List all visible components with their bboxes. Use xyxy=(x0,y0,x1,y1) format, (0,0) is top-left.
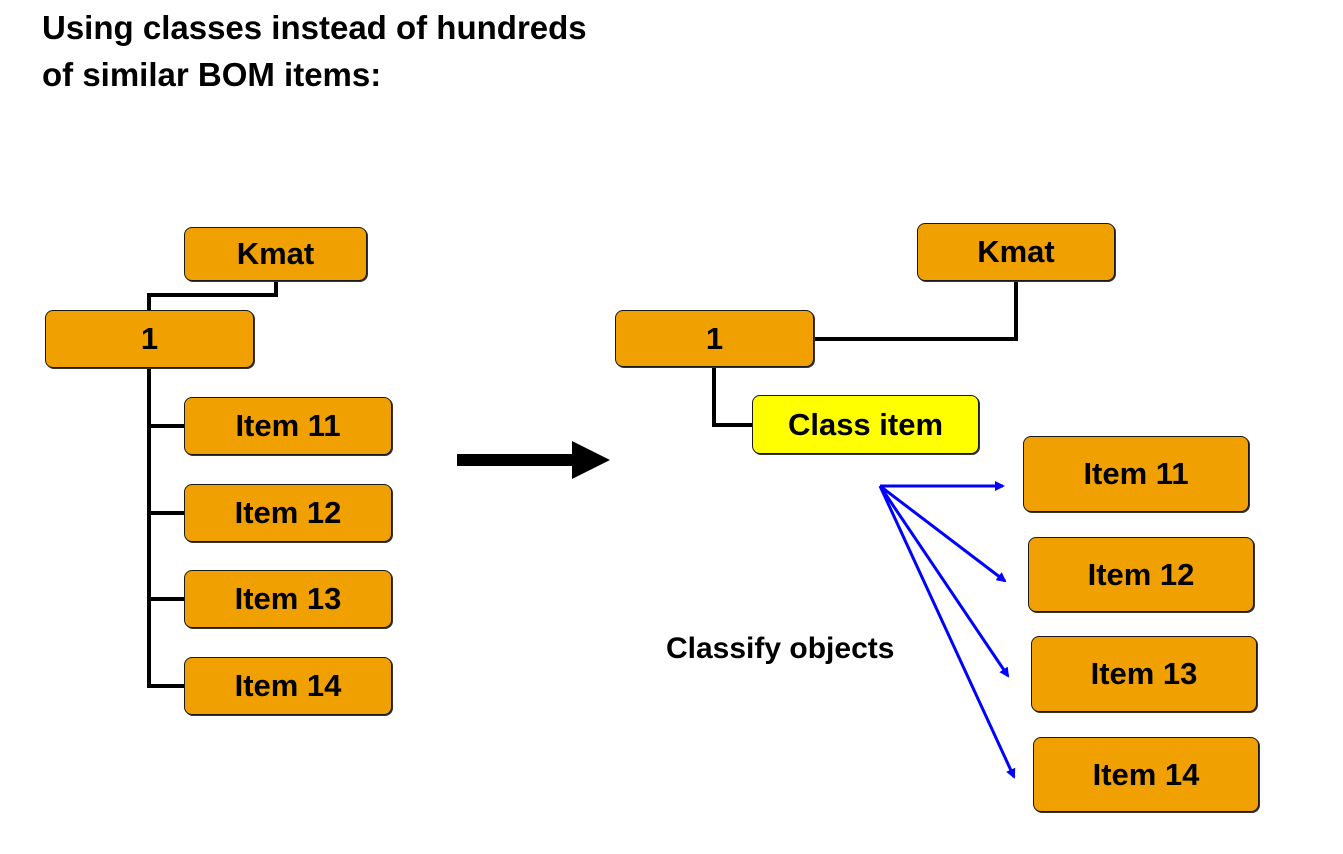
title-line-1: Using classes instead of hundreds xyxy=(42,9,587,46)
class-item-label: Class item xyxy=(787,406,944,442)
right-item-13-label: Item 13 xyxy=(1090,656,1198,691)
right-item-13-box: Item 13 xyxy=(1031,636,1257,712)
left-node-1-box: 1 xyxy=(45,310,254,368)
classify-arrow-13 xyxy=(878,485,1010,678)
left-item-13-label: Item 13 xyxy=(234,581,342,616)
left-item-12-box: Item 12 xyxy=(184,484,392,542)
left-kmat-label: Kmat xyxy=(236,236,315,271)
classify-objects-label: Classify objects xyxy=(666,632,895,665)
left-kmat-box: Kmat xyxy=(184,227,367,281)
right-item-12-box: Item 12 xyxy=(1028,537,1254,612)
left-item-11-label: Item 11 xyxy=(235,408,341,443)
left-node-1-label: 1 xyxy=(140,321,159,356)
right-class-connector xyxy=(712,366,753,427)
right-kmat-box: Kmat xyxy=(917,223,1115,281)
right-kmat-label: Kmat xyxy=(977,234,1055,269)
class-item-box: Class item xyxy=(752,395,979,454)
left-item-14-box: Item 14 xyxy=(184,657,392,715)
left-item-14-label: Item 14 xyxy=(234,668,342,703)
right-item-12-label: Item 12 xyxy=(1087,556,1195,592)
transform-arrow-head xyxy=(572,441,610,479)
right-item-11-label: Item 11 xyxy=(1083,456,1189,491)
left-trunk-line xyxy=(147,367,185,688)
classify-arrow-12 xyxy=(879,484,1007,583)
classify-arrow-14 xyxy=(878,485,1016,779)
right-item-11-box: Item 11 xyxy=(1023,436,1249,512)
left-kmat-connector xyxy=(147,280,278,311)
left-item-12-label: Item 12 xyxy=(234,495,342,530)
right-kmat-connector xyxy=(812,280,1018,341)
page-title: Using classes instead of hundreds of sim… xyxy=(42,4,587,98)
left-item-13-box: Item 13 xyxy=(184,570,392,628)
title-line-2: of similar BOM items: xyxy=(42,56,382,93)
right-item-14-label: Item 14 xyxy=(1092,756,1200,792)
left-item-11-box: Item 11 xyxy=(184,397,392,455)
right-item-14-box: Item 14 xyxy=(1033,737,1259,812)
right-node-1-label: 1 xyxy=(705,320,724,356)
right-node-1-box: 1 xyxy=(615,310,814,367)
